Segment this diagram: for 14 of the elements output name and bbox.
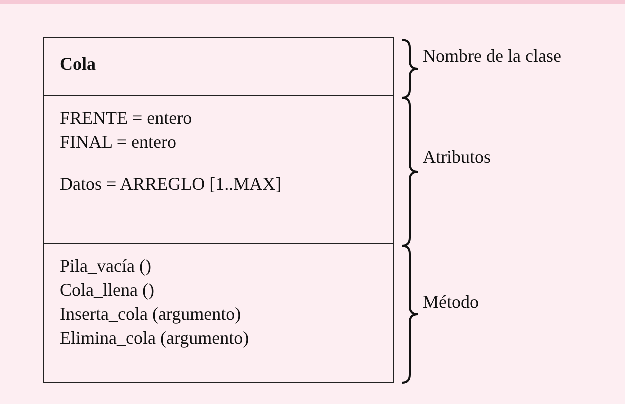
section-label: Atributos bbox=[423, 147, 492, 168]
method-text: Pila_vacía () bbox=[60, 256, 152, 277]
method-text: Cola_llena () bbox=[60, 280, 154, 301]
attribute-text: Datos = ARREGLO [1..MAX] bbox=[60, 174, 282, 195]
class-name: Cola bbox=[60, 54, 96, 75]
section-label: Método bbox=[423, 292, 479, 313]
attribute-text: FINAL = entero bbox=[60, 132, 176, 153]
methods-compartment bbox=[43, 243, 394, 383]
attributes-compartment bbox=[43, 95, 394, 244]
section-label: Nombre de la clase bbox=[423, 46, 562, 67]
attribute-text: FRENTE = entero bbox=[60, 108, 192, 129]
class-name-compartment bbox=[43, 37, 394, 96]
method-text: Elimina_cola (argumento) bbox=[60, 328, 250, 349]
method-text: Inserta_cola (argumento) bbox=[60, 304, 242, 325]
